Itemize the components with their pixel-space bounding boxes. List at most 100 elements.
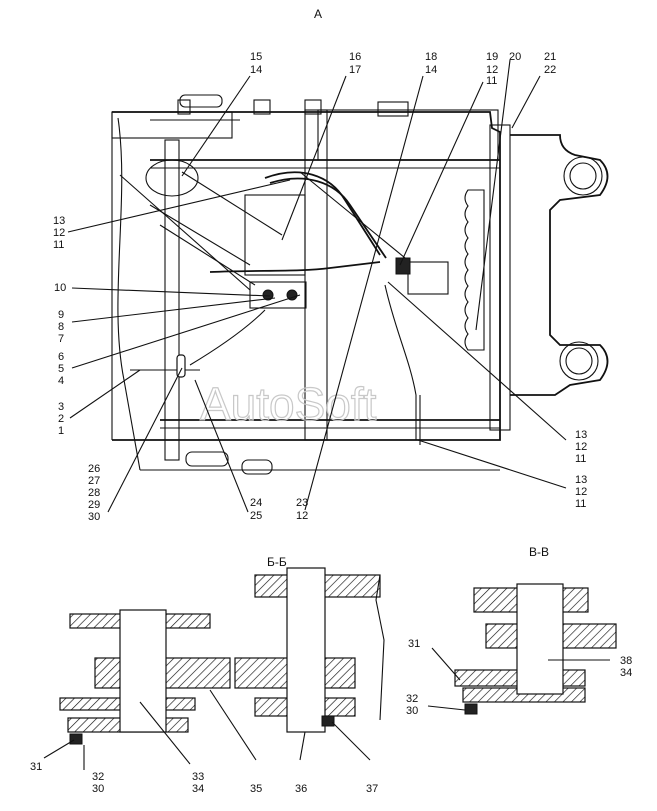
section-b-right-nut (321, 715, 335, 727)
svg-text:13: 13 (575, 429, 587, 441)
leader-37 (331, 721, 371, 761)
svg-text:34: 34 (620, 667, 632, 679)
svg-text:38: 38 (620, 655, 632, 667)
center-vertical-member (304, 109, 328, 441)
top-bolt-4 (377, 101, 409, 117)
callout-37: 37 (366, 783, 378, 795)
diag-brace-1 (149, 204, 251, 266)
svg-text:12: 12 (486, 64, 498, 76)
callout-24-25: 24 25 (250, 497, 262, 522)
section-b-b (59, 567, 385, 745)
leader-9-8-7 (71, 297, 276, 323)
leader-24-25 (194, 379, 249, 513)
callout-35: 35 (250, 783, 262, 795)
leader-13-12-11-right-a (387, 281, 567, 441)
callout-21-22: 21 22 (544, 51, 556, 76)
top-bolt-2 (253, 99, 271, 115)
svg-text:18: 18 (425, 51, 437, 63)
valve-fitting-2 (286, 289, 298, 301)
callout-15-14: 15 14 (250, 51, 262, 76)
leader-35 (209, 689, 257, 761)
view-a-title: А (314, 7, 322, 21)
section-b-title: Б-Б (267, 555, 287, 569)
yoke-outline (510, 134, 609, 396)
svg-text:4: 4 (58, 375, 64, 387)
leader-21-22 (511, 75, 541, 129)
svg-text:19: 19 (486, 51, 498, 63)
svg-text:20: 20 (509, 51, 521, 63)
svg-text:3: 3 (58, 401, 64, 413)
callout-31-b: 31 (30, 761, 42, 773)
section-b-nut (69, 733, 83, 745)
watermark: AutoSoft (200, 378, 377, 430)
section-b-right-pin (286, 567, 326, 733)
right-vertical-member (489, 124, 511, 431)
svg-text:15: 15 (250, 51, 262, 63)
svg-text:12: 12 (575, 486, 587, 498)
leader-26-30 (107, 367, 183, 513)
callout-3-2-1: 3 2 1 (58, 401, 64, 437)
svg-text:11: 11 (575, 453, 586, 465)
svg-text:32: 32 (406, 693, 418, 705)
hydraulic-line-upper-2 (269, 177, 387, 259)
leader-3-2-1 (69, 369, 141, 419)
svg-text:21: 21 (544, 51, 556, 63)
hydraulic-line-middle (209, 261, 381, 273)
housing-top (317, 109, 499, 161)
svg-text:23: 23 (296, 497, 308, 509)
svg-text:6: 6 (58, 351, 64, 363)
corrugated-element (464, 189, 485, 351)
callout-23-12: 23 12 (296, 497, 308, 522)
svg-text:5: 5 (58, 363, 64, 375)
leader-15-14 (181, 75, 251, 177)
leader-16-17 (281, 75, 347, 241)
yoke-eye-top (563, 156, 603, 196)
leader-13-12-11-right-b (417, 439, 567, 489)
svg-text:28: 28 (88, 487, 100, 499)
section-v-v (454, 583, 617, 715)
top-rail (111, 111, 233, 139)
callout-38-34: 38 34 (620, 655, 632, 679)
svg-text:10: 10 (54, 282, 66, 294)
svg-text:2: 2 (58, 413, 64, 425)
svg-text:34: 34 (192, 783, 204, 795)
svg-text:31: 31 (30, 761, 42, 773)
lever-pivot (176, 354, 186, 378)
svg-text:36: 36 (295, 783, 307, 795)
detail-oval (145, 159, 199, 197)
svg-text:26: 26 (88, 463, 100, 475)
svg-text:31: 31 (408, 638, 420, 650)
view-a-assembly (111, 94, 609, 475)
leader-19 (399, 81, 484, 266)
svg-text:11: 11 (486, 75, 497, 87)
callout-13-12-11-left: 13 12 11 (53, 215, 65, 251)
callout-33-34: 33 34 (192, 771, 204, 795)
lever-rod (189, 309, 266, 366)
roller-top (179, 94, 223, 108)
broken-edge (117, 117, 141, 471)
section-b-pin (119, 609, 167, 733)
svg-text:14: 14 (425, 64, 437, 76)
leader-31-v (431, 647, 461, 681)
section-v-pin (516, 583, 564, 695)
callout-18-14: 18 14 (425, 51, 437, 76)
yoke-eye-bottom (559, 341, 599, 381)
svg-text:1: 1 (58, 425, 64, 437)
leader-31-b (43, 739, 75, 759)
roller-left (185, 451, 229, 467)
svg-text:12: 12 (53, 227, 65, 239)
callout-13-12-11-right-b: 13 12 11 (575, 474, 587, 510)
svg-text:29: 29 (88, 499, 100, 511)
left-vertical-member (164, 139, 180, 461)
leader-13-12-11-left (67, 179, 291, 233)
leader-32-30-v (427, 705, 466, 711)
control-fitting (395, 257, 411, 275)
svg-text:8: 8 (58, 321, 64, 333)
valve-fitting-1 (262, 289, 274, 301)
leader-18-14 (304, 75, 424, 511)
cylinder-body (244, 194, 306, 276)
svg-text:7: 7 (58, 333, 64, 345)
section-v-nut (464, 703, 478, 715)
section-b-break (375, 574, 385, 721)
